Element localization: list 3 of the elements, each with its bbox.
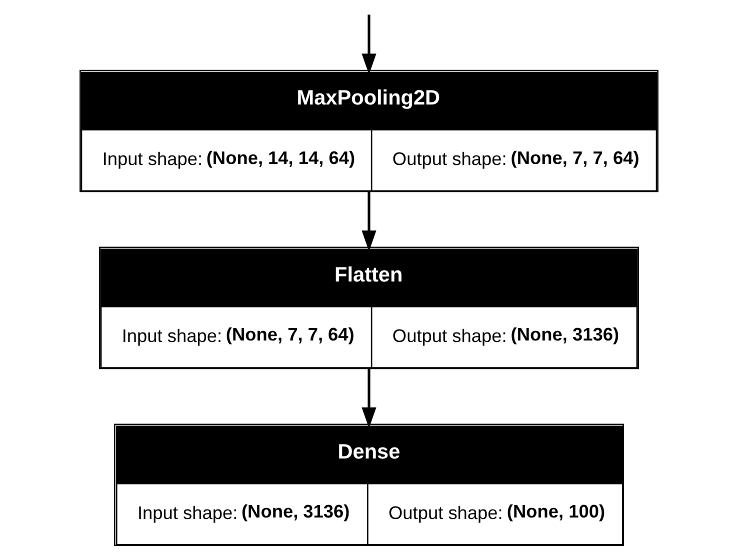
arrow [362, 192, 376, 252]
arrow [362, 368, 376, 428]
arrow [362, 14, 376, 74]
